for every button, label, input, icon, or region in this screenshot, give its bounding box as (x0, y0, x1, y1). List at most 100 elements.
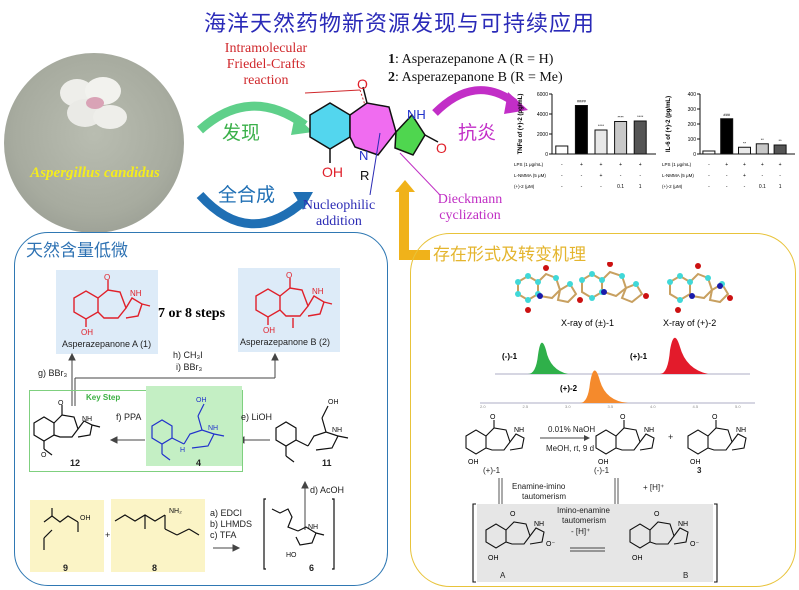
condition-mark: 1 (639, 184, 642, 190)
compound-4-label: 4 (196, 458, 202, 468)
y-tick-label: 6000 (537, 92, 548, 98)
tautomerism-label: tautomerism (562, 516, 607, 525)
condition-mark: 1 (779, 184, 782, 190)
plus-h-label: + [H]⁺ (643, 483, 665, 492)
key-step-box (29, 390, 243, 472)
annotation-line: Friedel-Crafts (226, 57, 306, 72)
atom-oh: OH (263, 326, 275, 335)
atom-n: N (359, 148, 368, 163)
compound-name: : Asperazepanone B (R = Me) (395, 70, 563, 85)
condition-mark: - (779, 173, 781, 179)
benzene-ring (309, 102, 351, 150)
mechanism-panel (410, 233, 796, 587)
condition-mark: + (600, 173, 603, 179)
atom-nh: NH (332, 427, 342, 434)
atom-o: O (436, 140, 447, 156)
bar (594, 129, 608, 155)
condition-mark: + (600, 162, 603, 168)
peak-label-pos1: (+)-1 (630, 352, 648, 361)
atom-oh: OH (632, 555, 643, 562)
intermediates-structures: O NH O⁻ OH O NH O⁻ OH (472, 503, 718, 583)
atom-o: O (490, 414, 496, 421)
peak-neg1 (528, 342, 568, 374)
atom-nh: NH (534, 521, 544, 528)
xray-2-label: X-ray of (+)-2 (663, 318, 717, 328)
condition-mark: - (600, 184, 602, 190)
atom-oh: OH (468, 459, 479, 466)
bar (755, 143, 769, 155)
condition-mark: - (726, 184, 728, 190)
y-tick-label: 100 (688, 137, 697, 143)
label-3: 3 (697, 466, 702, 475)
atom-o: O (286, 271, 292, 280)
condition-mark: + (725, 162, 728, 168)
atom-o: O (58, 400, 64, 407)
compound-8-box (111, 499, 205, 572)
anti-inflammatory-arrow (432, 86, 528, 116)
significance-label: **** (598, 123, 605, 128)
steps-label: 7 or 8 steps (158, 306, 226, 321)
il6-chart: IL-6 of (+)-2 (pg/mL)0100200300400###***… (662, 92, 795, 190)
atom-nh: NH (644, 427, 654, 434)
compound-name: : Asperazepanone A (R = H) (395, 52, 554, 67)
imino-enamine-label: Imino-enamine (557, 506, 610, 515)
condition-mark: - (708, 173, 710, 179)
compound-number: 2 (388, 70, 395, 85)
epimerization-reaction: O NH OH O NH OH O NH OH (465, 414, 747, 466)
xray-1-label: X-ray of (±)-1 (561, 318, 614, 328)
condition-label: (+)-2 (μM) (662, 184, 683, 189)
annotation-line: reaction (243, 73, 289, 88)
total-synthesis-label: 全合成 (218, 184, 276, 206)
compound-11-label: 11 (322, 458, 332, 468)
nucleophilic-annotation: Nucleophilic addition (298, 198, 380, 230)
condition-label: (+)-2 (μM) (514, 184, 535, 189)
significance-label: **** (617, 115, 624, 120)
synthesis-arrow (196, 191, 309, 229)
reagent-h: h) CH₃I (173, 350, 203, 360)
annotation-line: Nucleophilic (302, 198, 376, 213)
compound-a-label: Asperazepanone A (1) (62, 339, 152, 349)
annotation-line: cyclization (439, 208, 501, 223)
intermediate-a-label: A (500, 571, 506, 580)
plus-sign: + (105, 530, 111, 540)
annotation-line: Dieckmann (437, 192, 503, 207)
condition-mark: + (580, 162, 583, 168)
condition-mark: - (620, 173, 622, 179)
compound-1-legend: 1: Asperazepanone A (R = H) (388, 52, 553, 68)
atom-nh: NH (678, 521, 688, 528)
condition-mark: + (619, 162, 622, 168)
atom-r: R (360, 168, 369, 183)
compound-9-box (30, 500, 104, 572)
condition-mark: - (561, 173, 563, 179)
atom-nh: NH (514, 427, 524, 434)
atom-oh: OH (322, 164, 343, 180)
compound-4-structure: OH NH H (151, 397, 225, 461)
bar (738, 146, 751, 155)
compound-9-structure: OH (43, 508, 91, 550)
atom-oh: OH (196, 397, 207, 404)
bar (555, 145, 569, 155)
atom-nh: NH (407, 107, 426, 122)
compound-12-label: 12 (70, 458, 81, 468)
reagent-i: i) BBr₃ (176, 362, 203, 372)
friedel-crafts-annotation: Intramolecular Friedel-Crafts reaction (216, 41, 316, 89)
synthesis-panel (14, 232, 388, 586)
y-axis-label: TNFα of (+)-2 (pg/mL) (518, 94, 524, 155)
tnf-alpha-chart: TNFα of (+)-2 (pg/mL)0200040006000####**… (514, 92, 656, 190)
key-step-label: Key Step (86, 393, 121, 402)
y-tick-label: 200 (688, 122, 697, 128)
condition-mark: - (708, 184, 710, 190)
compound-2-legend: 2: Asperazepanone B (R = Me) (388, 70, 563, 86)
compound-8-structure: NH₂ (114, 508, 200, 536)
asperazepanone-a-structure: O NH OH (73, 273, 151, 337)
peak-label-neg1: (-)-1 (502, 352, 518, 361)
anti-inflammatory-label: 抗炎 (458, 122, 497, 144)
condition-mark: - (744, 184, 746, 190)
condition-mark: + (779, 162, 782, 168)
condition-mark: - (761, 173, 763, 179)
tautomerism-label: tautomerism (522, 492, 567, 501)
chiral-hplc-trace: (-)-1 (+)-1 (+)-2 (480, 337, 755, 404)
significance-label: ** (779, 138, 783, 143)
equilibrium-arrows (498, 478, 619, 504)
bar (574, 105, 588, 155)
